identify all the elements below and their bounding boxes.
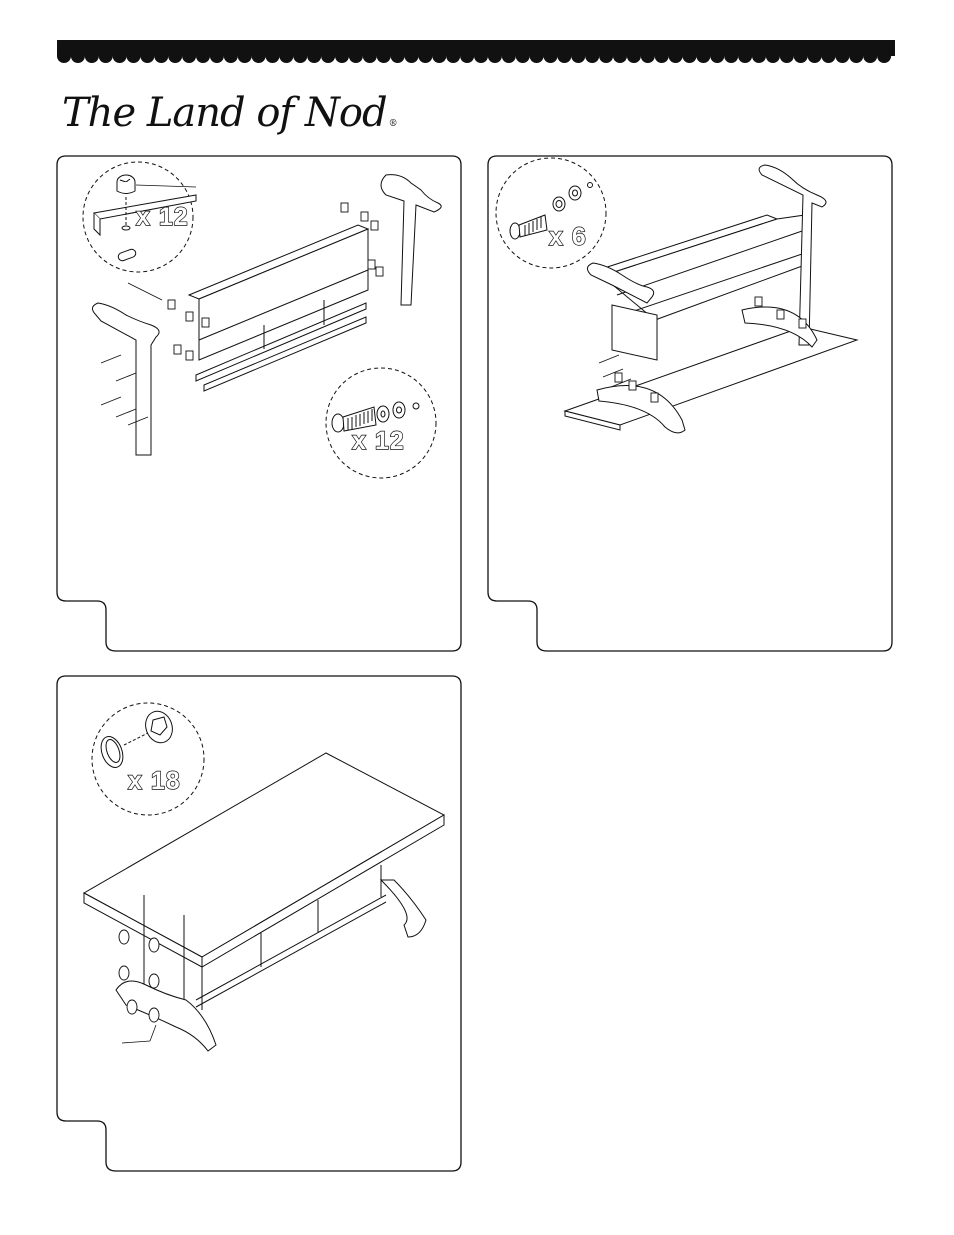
- step-1-qty-cam: x 12: [136, 203, 189, 232]
- banner-scallop: [794, 49, 808, 63]
- banner-scallop: [85, 49, 99, 63]
- banner-scallop: [863, 49, 877, 63]
- step-panel-1: x 12 x 12: [56, 155, 462, 652]
- banner-scallop: [766, 49, 780, 63]
- banner-scallop: [460, 49, 474, 63]
- banner-scallop: [113, 49, 127, 63]
- banner-scallop: [210, 49, 224, 63]
- banner-scallop: [293, 49, 307, 63]
- banner-scallop: [266, 49, 280, 63]
- banner-scallop: [99, 49, 113, 63]
- banner-scallop: [627, 49, 641, 63]
- banner-scallop: [446, 49, 460, 63]
- banner-scallop: [224, 49, 238, 63]
- banner-scallop: [683, 49, 697, 63]
- step-1-illustration: [56, 155, 462, 652]
- banner-scallop: [307, 49, 321, 63]
- step-3-illustration: [56, 675, 462, 1172]
- banner-scallop: [710, 49, 724, 63]
- banner-scallop: [516, 49, 530, 63]
- banner-scallop: [544, 49, 558, 63]
- banner-scallop: [349, 49, 363, 63]
- banner-scallop: [418, 49, 432, 63]
- banner-scallop: [154, 49, 168, 63]
- step-panel-3: x 18: [56, 675, 462, 1172]
- banner-scallop: [405, 49, 419, 63]
- banner-scallop: [669, 49, 683, 63]
- banner-scallop: [391, 49, 405, 63]
- banner-scallop: [641, 49, 655, 63]
- banner-scallop: [140, 49, 154, 63]
- banner-scallop: [808, 49, 822, 63]
- banner-scallop: [377, 49, 391, 63]
- step-1-qty-bolt: x 12: [352, 427, 405, 456]
- registered-mark: ®: [389, 119, 397, 129]
- step-3-qty-cap: x 18: [128, 767, 181, 796]
- banner-scallop: [724, 49, 738, 63]
- banner-scallop: [363, 49, 377, 63]
- scalloped-banner: [57, 40, 895, 66]
- banner-scallop: [474, 49, 488, 63]
- banner-scallop: [780, 49, 794, 63]
- banner-scallop: [877, 49, 891, 63]
- banner-scallop: [238, 49, 252, 63]
- banner-scallop: [822, 49, 836, 63]
- banner-scallop: [571, 49, 585, 63]
- step-2-illustration: [487, 155, 893, 652]
- banner-scallop: [585, 49, 599, 63]
- banner-scallop: [182, 49, 196, 63]
- cap-icon: [97, 708, 177, 771]
- banner-scallop: [835, 49, 849, 63]
- banner-scallop: [432, 49, 446, 63]
- banner-scallop: [321, 49, 335, 63]
- banner-scallop: [196, 49, 210, 63]
- banner-scallop: [752, 49, 766, 63]
- banner-scallop: [849, 49, 863, 63]
- banner-scallop: [127, 49, 141, 63]
- banner-scallop: [530, 49, 544, 63]
- step-2-qty-bolt: x 6: [549, 223, 587, 252]
- banner-scallop: [488, 49, 502, 63]
- banner-scallop: [71, 49, 85, 63]
- banner-scallop: [696, 49, 710, 63]
- brand-logo-text: The Land of Nod: [62, 90, 387, 136]
- banner-scallop: [599, 49, 613, 63]
- step-panel-2: x 6: [487, 155, 893, 652]
- banner-scallop: [335, 49, 349, 63]
- brand-logo: The Land of Nod®: [62, 90, 397, 136]
- banner-scallop: [738, 49, 752, 63]
- banner-scallop: [502, 49, 516, 63]
- banner-scallop: [168, 49, 182, 63]
- banner-scallop: [279, 49, 293, 63]
- banner-scallop: [557, 49, 571, 63]
- banner-scallop: [613, 49, 627, 63]
- banner-scallop: [57, 49, 71, 63]
- banner-scallop: [655, 49, 669, 63]
- banner-scallop: [252, 49, 266, 63]
